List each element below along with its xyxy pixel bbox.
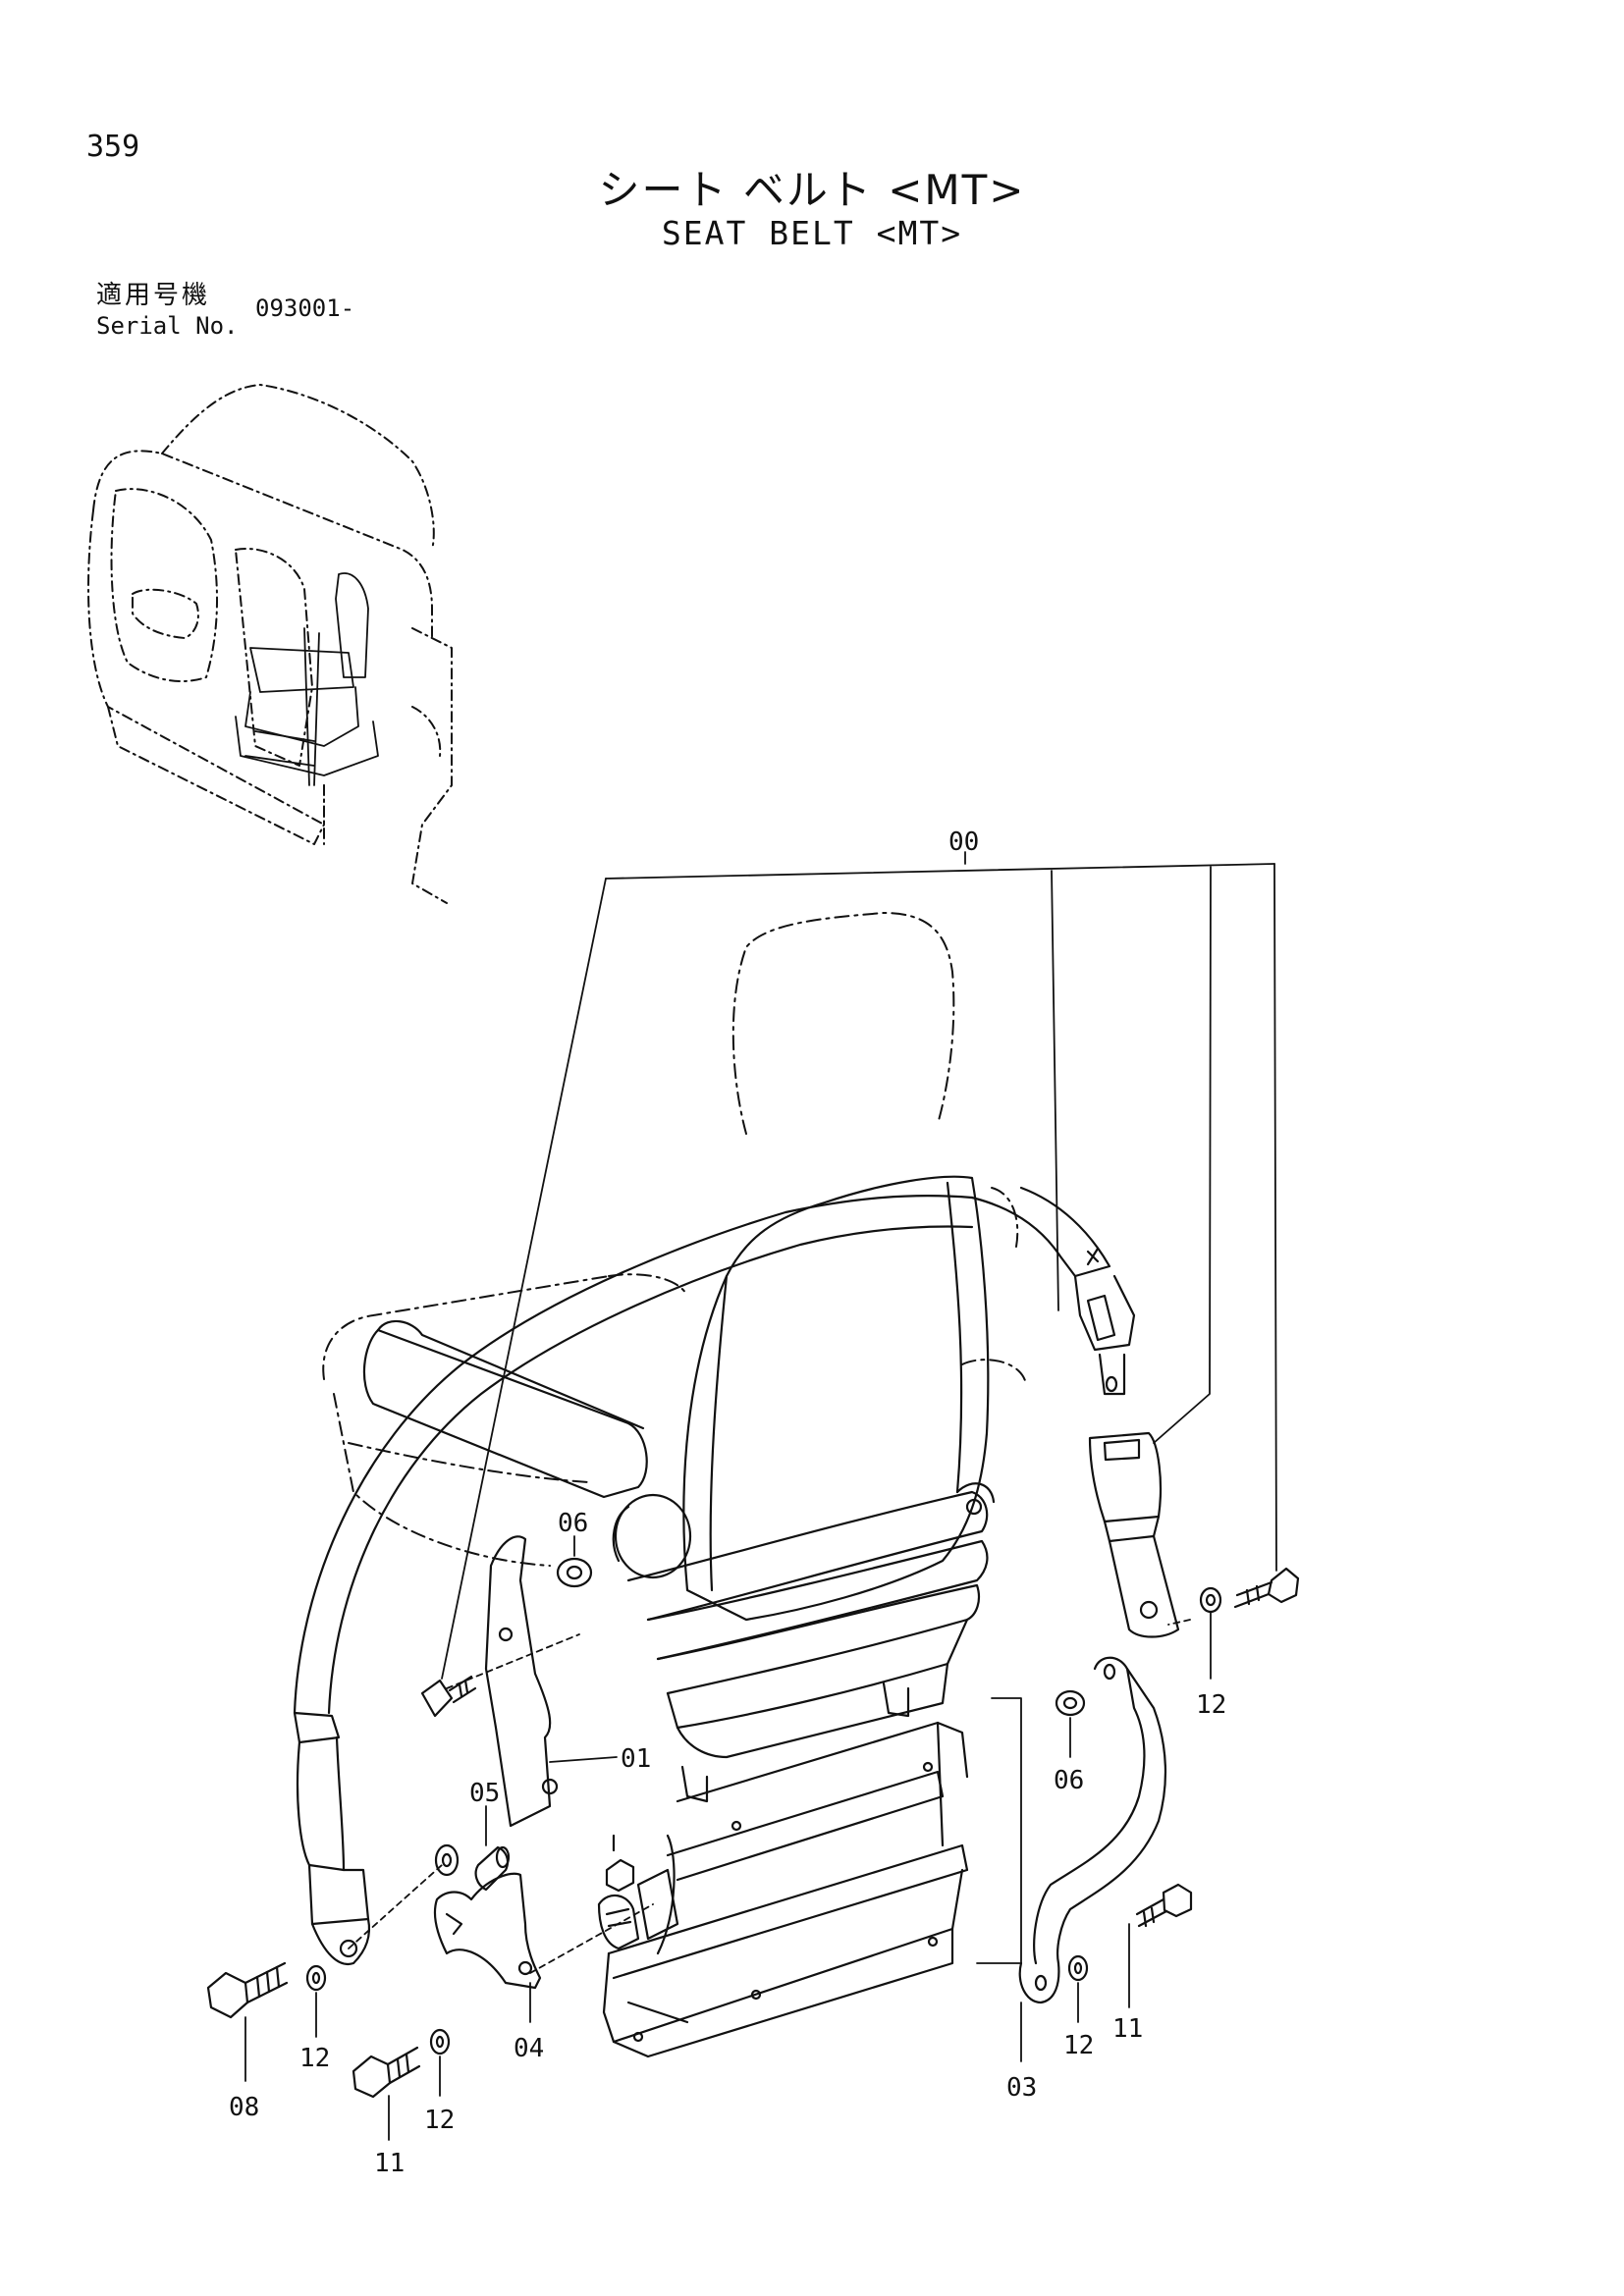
callout-06-right: 06: [1054, 1766, 1084, 1795]
serial-number-value: 093001-: [255, 294, 355, 322]
callout-12-b: 12: [424, 2106, 455, 2135]
callout-00: 00: [948, 828, 979, 857]
spacer-05: [474, 1845, 511, 1892]
seat-outline: [322, 912, 1027, 1567]
callout-11-right: 11: [1112, 2014, 1143, 2044]
callout-04: 04: [514, 2034, 544, 2063]
anchor-plate-04: [433, 1872, 542, 1990]
serial-label-english: Serial No.: [96, 312, 239, 340]
callout-leaders: [244, 851, 1277, 2141]
callout-01: 01: [621, 1744, 651, 1774]
bolt-11-left: [352, 2046, 421, 2099]
washer-left-buckle: [434, 1843, 460, 1877]
washer-12-a: [305, 1964, 327, 1992]
callout-05: 05: [469, 1779, 500, 1808]
callout-03: 03: [1006, 2073, 1037, 2103]
cab-inset-seat: [235, 572, 379, 786]
right-buckle: [1088, 1431, 1180, 1638]
seat-backrest: [682, 1175, 990, 1622]
washer-12-right-upper: [1199, 1586, 1222, 1614]
callout-08: 08: [229, 2093, 259, 2122]
bolt-08: [206, 1961, 289, 2019]
washer-12-right-lower: [1067, 1954, 1089, 1982]
left-belt-strap: [293, 1195, 974, 1715]
callout-12-a: 12: [299, 2044, 330, 2073]
callout-06-left: 06: [558, 1509, 588, 1538]
right-belt-tongue: [970, 1186, 1136, 1396]
callout-numbers: 00 01 03 04 05 06 06 08 11 11 12 12 12 1…: [229, 828, 1226, 2178]
bolt-11-right: [1135, 1883, 1193, 1928]
callout-12-c: 12: [1063, 2031, 1094, 2060]
left-buckle: [293, 1711, 371, 1966]
bolt-upper-left: [420, 1675, 477, 1718]
washer-06-left: [556, 1557, 593, 1588]
washer-06-right: [1055, 1689, 1086, 1717]
nut-on-base: [605, 1834, 635, 1893]
right-lower-strap-03: [1018, 1656, 1167, 2004]
seat-slide-rail: [597, 1721, 969, 2058]
callout-11-left: 11: [374, 2149, 405, 2178]
cab-location-inset: [87, 384, 453, 904]
bracket-01: [484, 1535, 559, 1828]
serial-label-japanese: 適用号機: [96, 281, 211, 310]
page-title-japanese: シート ベルト <MT>: [598, 166, 1026, 214]
seat-suspension: [626, 1482, 996, 1803]
bolt-right-upper: [1233, 1567, 1300, 1609]
seat-armrest: [362, 1319, 692, 1579]
washer-12-b: [429, 2028, 451, 2056]
callout-12-d: 12: [1196, 1690, 1226, 1720]
page-number: 359: [86, 130, 140, 164]
page-title-english: SEAT BELT <MT>: [661, 214, 963, 252]
